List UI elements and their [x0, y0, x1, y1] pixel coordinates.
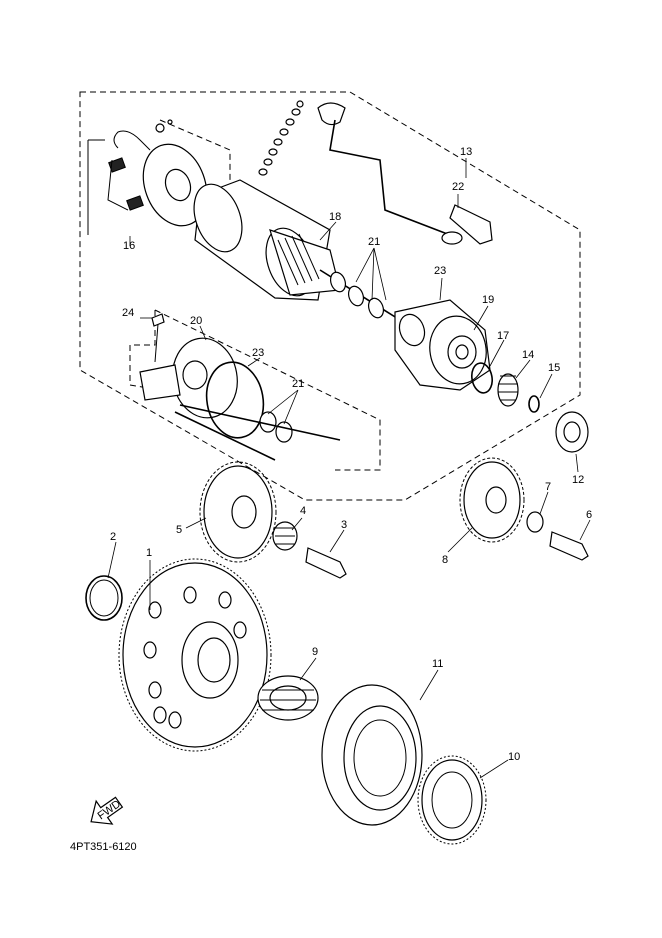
callout-23-upper: 23	[434, 265, 446, 277]
callout-23-lower: 23	[252, 347, 264, 359]
mounting-bolt	[151, 313, 165, 363]
callout-2: 2	[110, 531, 116, 543]
pinion-gear	[497, 373, 519, 407]
callout-8: 8	[442, 554, 448, 566]
callout-21-lower: 21	[292, 378, 304, 390]
callout-6: 6	[586, 509, 592, 521]
through-bolts	[174, 404, 341, 461]
idle-gear-2	[459, 457, 525, 543]
callout-24: 24	[122, 307, 134, 319]
forward-arrow-icon: FWD	[90, 796, 124, 825]
leader-lines	[107, 158, 591, 779]
callout-3: 3	[341, 519, 347, 531]
callout-labels: 1 2 3 4 5 6 7 8 9 10 11 12 13 14 15 16 1…	[110, 146, 592, 763]
one-way-clutch	[417, 755, 487, 845]
callout-22: 22	[452, 181, 464, 193]
lead-cap	[449, 204, 493, 245]
callout-18: 18	[329, 211, 341, 223]
starter-wheel-gear	[118, 558, 272, 752]
callout-9: 9	[312, 646, 318, 658]
callout-11: 11	[432, 658, 443, 670]
end-cover	[394, 299, 491, 391]
drawing-code: 4PT351-6120	[70, 841, 137, 853]
callout-16: 16	[123, 240, 135, 252]
callout-13: 13	[460, 146, 472, 158]
terminal-washers	[258, 100, 304, 176]
needle-bearing-9	[257, 675, 319, 721]
o-ring	[471, 362, 493, 394]
o-ring-2	[85, 575, 123, 621]
callout-10: 10	[508, 751, 520, 763]
idle-gear	[199, 461, 277, 563]
front-cover	[139, 337, 238, 419]
callout-15: 15	[548, 362, 560, 374]
callout-7: 7	[545, 481, 551, 493]
callout-21-upper: 21	[368, 236, 380, 248]
starter-clutch	[321, 684, 423, 826]
shaft-3	[305, 547, 347, 579]
brush-holder	[107, 119, 208, 227]
callout-12: 12	[572, 474, 584, 486]
armature	[265, 227, 401, 321]
circlip	[528, 395, 540, 413]
callout-17: 17	[497, 330, 509, 342]
callout-19: 19	[482, 294, 494, 306]
callout-1: 1	[146, 547, 152, 559]
needle-bearing-7	[526, 511, 544, 533]
needle-bearing-small	[272, 521, 298, 551]
bearing	[555, 411, 589, 453]
callout-14: 14	[522, 349, 534, 361]
brush-holder-bracket	[87, 119, 231, 235]
callout-4: 4	[300, 505, 306, 517]
terminal-lead	[317, 102, 463, 245]
callout-20: 20	[190, 315, 202, 327]
o-ring-lower	[205, 361, 265, 439]
callout-5: 5	[176, 524, 182, 536]
washers-upper	[329, 271, 385, 319]
shaft-6	[549, 531, 589, 561]
